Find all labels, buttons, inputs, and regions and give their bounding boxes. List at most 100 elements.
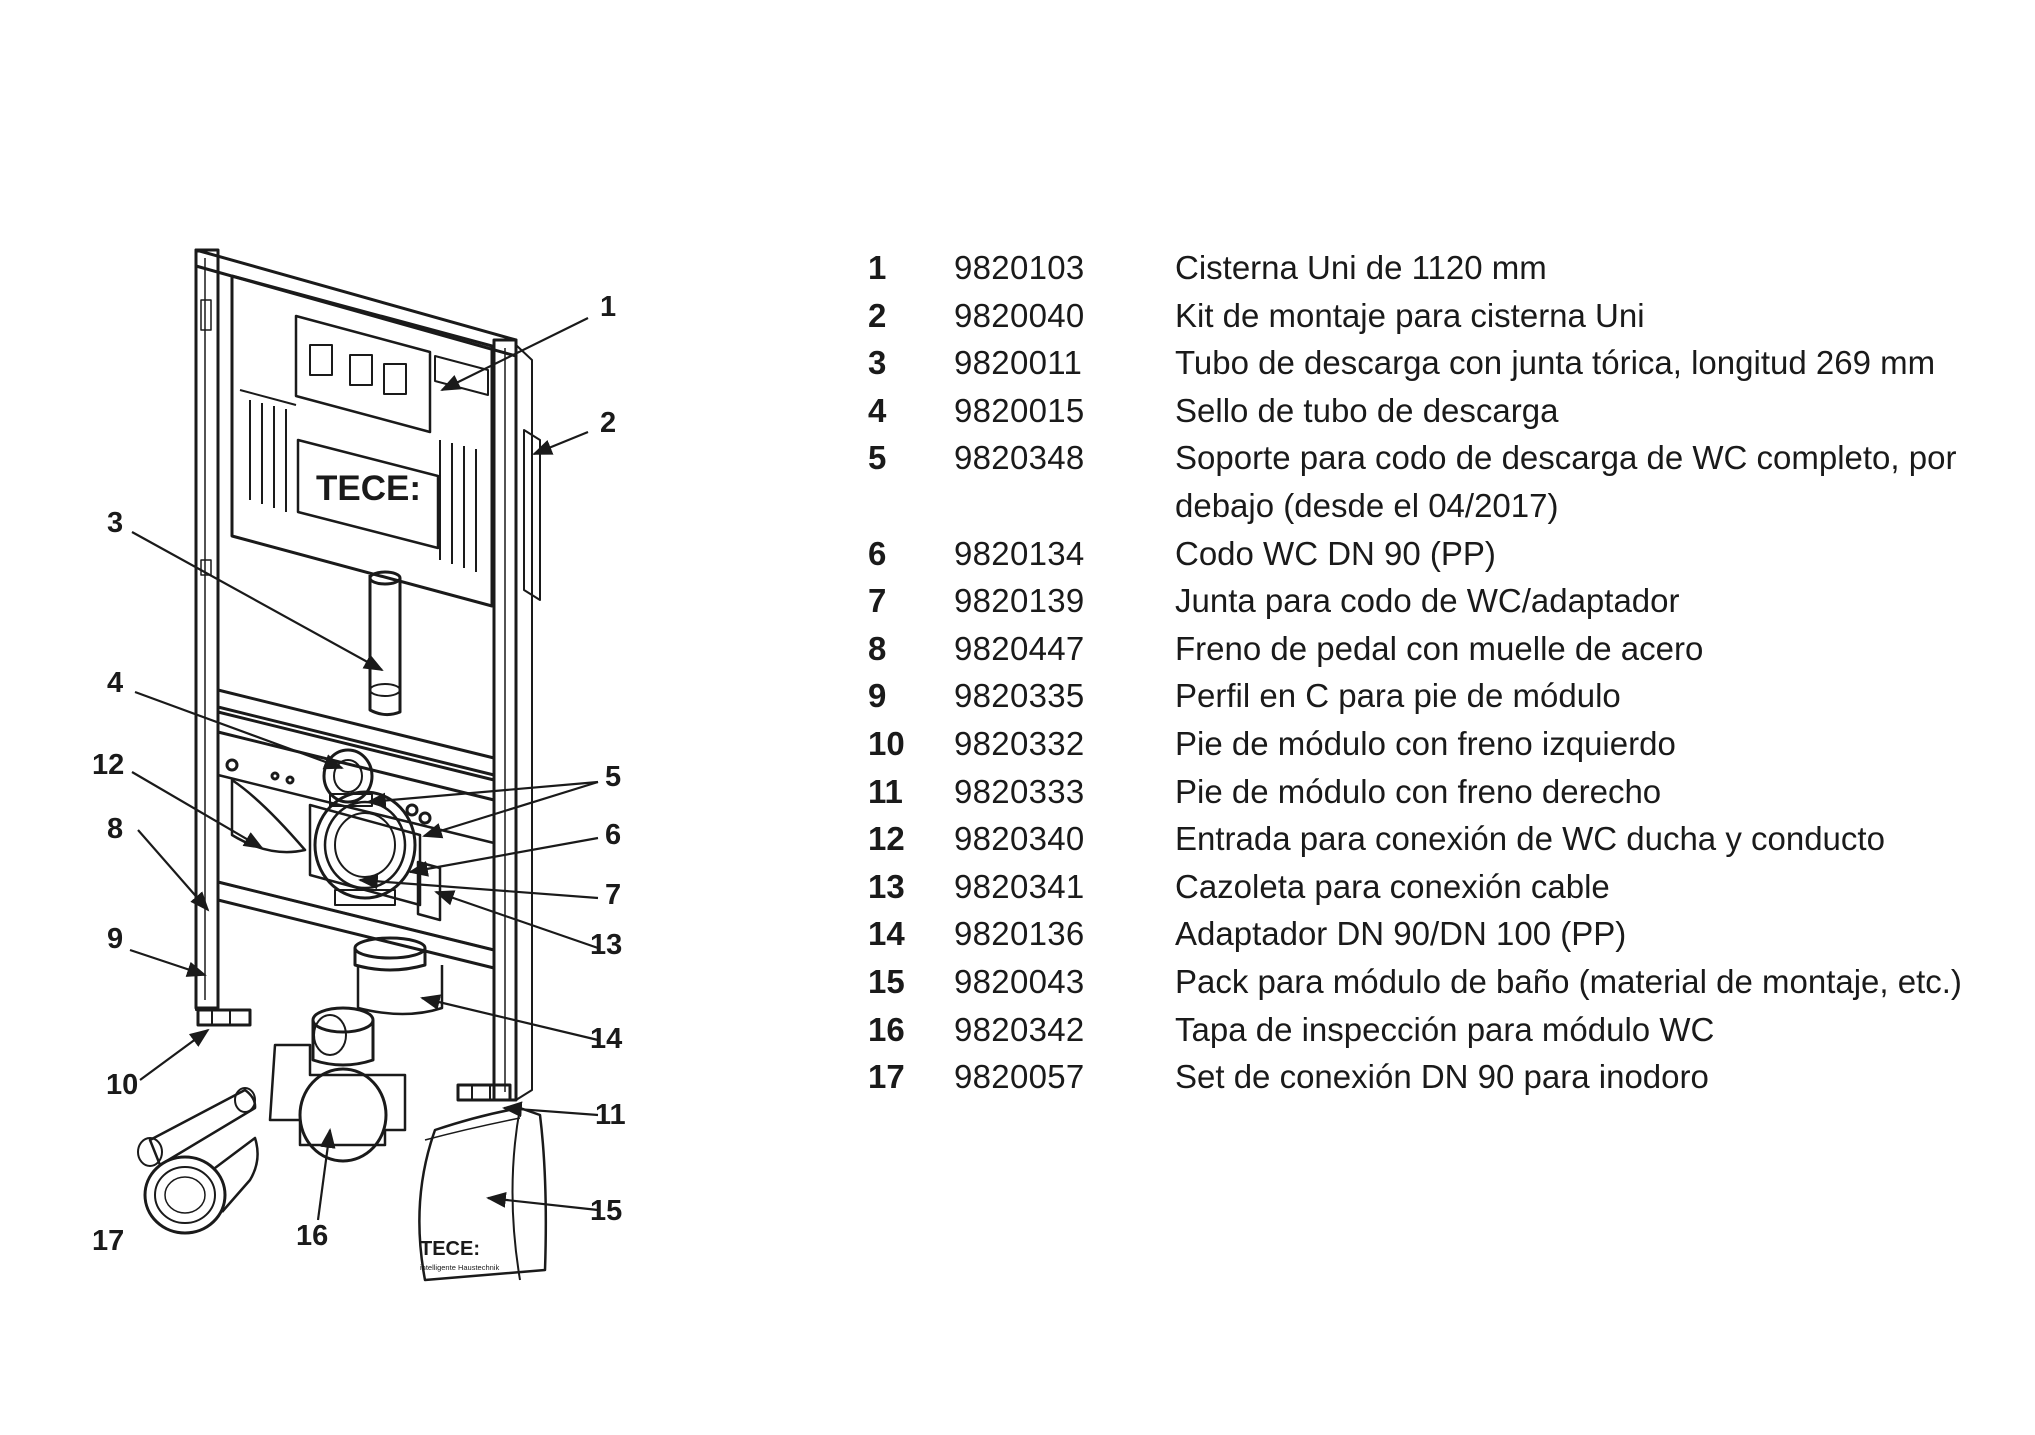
mounting-plate: [216, 758, 496, 952]
conduit-entry: [230, 778, 307, 854]
bag-tagline: intelligente Haustechnik: [420, 1263, 499, 1272]
flush-pipe: [368, 570, 402, 717]
part-pos: 6: [868, 534, 887, 572]
part-code: 9820136: [954, 915, 1085, 953]
part-pos: 17: [868, 1058, 905, 1096]
part-row-9: 9 9820335 Perfil en C para pie de módulo: [868, 672, 2008, 720]
part-code: 9820333: [954, 772, 1085, 810]
leader-4: [134, 690, 344, 770]
part-desc: Pie de módulo con freno izquierdo: [1175, 724, 1676, 762]
callout-7: 7: [605, 879, 621, 911]
part-desc: Soporte para codo de descarga de WC comp…: [1175, 439, 1957, 524]
leader-1: [440, 317, 589, 391]
part-pos: 2: [868, 296, 887, 334]
part-desc: Tapa de inspección para módulo WC: [1175, 1010, 1715, 1048]
cistern-body: [230, 274, 494, 608]
part-desc: Tubo de descarga con junta tórica, longi…: [1175, 344, 1936, 382]
leader-2: [532, 430, 589, 456]
part-desc: Adaptador DN 90/DN 100 (PP): [1175, 915, 1627, 953]
part-desc: Freno de pedal con muelle de acero: [1175, 629, 1704, 667]
leader-15: [486, 1192, 599, 1212]
tece-logo-panel: [296, 438, 440, 550]
callout-13: 13: [590, 929, 622, 961]
leader-9: [129, 948, 207, 977]
foot-right: [456, 1083, 512, 1102]
callout-8: 8: [107, 813, 123, 845]
leader-8: [137, 829, 210, 912]
part-row-12: 12 9820340 Entrada para conexión de WC duc…: [868, 815, 2008, 863]
part-desc: Set de conexión DN 90 para inodoro: [1175, 1058, 1709, 1096]
part-desc: Codo WC DN 90 (PP): [1175, 534, 1496, 572]
part-desc: Junta para codo de WC/adaptador: [1175, 582, 1680, 620]
leader-13: [434, 890, 599, 950]
callout-5: 5: [605, 761, 621, 793]
flush-pipe-seal: [322, 748, 374, 807]
callout-9: 9: [107, 923, 123, 955]
part-desc: Sello de tubo de descarga: [1175, 391, 1559, 429]
frame-rail-middle: [216, 688, 496, 777]
callout-11: 11: [595, 1099, 626, 1131]
leader-6: [408, 836, 599, 877]
part-desc: Perfil en C para pie de módulo: [1175, 677, 1621, 715]
part-code: 9820335: [954, 677, 1085, 715]
part-code: 9820015: [954, 391, 1085, 429]
part-pos: 16: [868, 1010, 905, 1048]
part-pos: 13: [868, 867, 905, 905]
part-pos: 12: [868, 820, 905, 858]
leader-3: [131, 531, 384, 671]
wc-elbow: [308, 790, 422, 907]
frame-rail-upper: [216, 710, 496, 802]
part-row-6: 6 9820134 Codo WC DN 90 (PP): [868, 530, 2008, 578]
foot-left: [195, 1007, 252, 1027]
callout-12: 12: [92, 749, 124, 781]
part-pos: 8: [868, 629, 887, 667]
leader-14: [420, 994, 599, 1042]
part-pos: 10: [868, 724, 905, 762]
connection-set: [137, 1087, 259, 1235]
part-row-17: 17 9820057 Set de conexión DN 90 para inod…: [868, 1053, 2008, 1101]
logo-tece-panel: TECE:: [316, 469, 421, 508]
frame-right-upright: [492, 338, 541, 1102]
part-desc: Kit de montaje para cisterna Uni: [1175, 296, 1645, 334]
part-code: 9820340: [954, 820, 1085, 858]
installation-frame-diagram: TECE: TECE: intelligente Haustechnik 1 2…: [92, 248, 626, 1282]
part-pos: 7: [868, 582, 887, 620]
callout-10: 10: [106, 1069, 138, 1101]
callout-numbers: 1 2 3 4 5 6 7 8 9 10 11 12 13 14 15 16 1…: [92, 291, 626, 1257]
adapter-dn90-dn100: [353, 936, 444, 1016]
frame-top-rail: [194, 248, 518, 358]
leader-10: [139, 1028, 210, 1081]
part-code: 9820139: [954, 582, 1085, 620]
part-desc: Pack para módulo de baño (material de mo…: [1175, 962, 1962, 1000]
cable-cup: [416, 860, 442, 922]
part-desc: Cazoleta para conexión cable: [1175, 867, 1610, 905]
part-pos: 4: [868, 391, 887, 429]
leader-12: [131, 771, 264, 849]
callout-3: 3: [107, 507, 123, 539]
part-code: 9820011: [954, 344, 1083, 382]
part-code: 9820134: [954, 534, 1085, 572]
part-desc: Pie de módulo con freno derecho: [1175, 772, 1662, 810]
callout-1: 1: [600, 291, 616, 323]
callout-4: 4: [107, 667, 123, 699]
part-pos: 9: [868, 677, 887, 715]
part-desc: Entrada para conexión de WC ducha y cond…: [1175, 820, 1885, 858]
part-code: 9820057: [954, 1058, 1085, 1096]
part-code: 9820103: [954, 249, 1085, 286]
frame-left-upright: [194, 248, 220, 1010]
part-code: 9820342: [954, 1010, 1085, 1048]
part-code: 9820447: [954, 629, 1085, 667]
logo-tece-bag: TECE:: [420, 1238, 480, 1260]
callout-14: 14: [590, 1023, 622, 1055]
part-pos: 15: [868, 962, 905, 1000]
callout-15: 15: [590, 1195, 622, 1227]
part-pos: 14: [868, 915, 905, 953]
callout-17: 17: [92, 1225, 124, 1257]
